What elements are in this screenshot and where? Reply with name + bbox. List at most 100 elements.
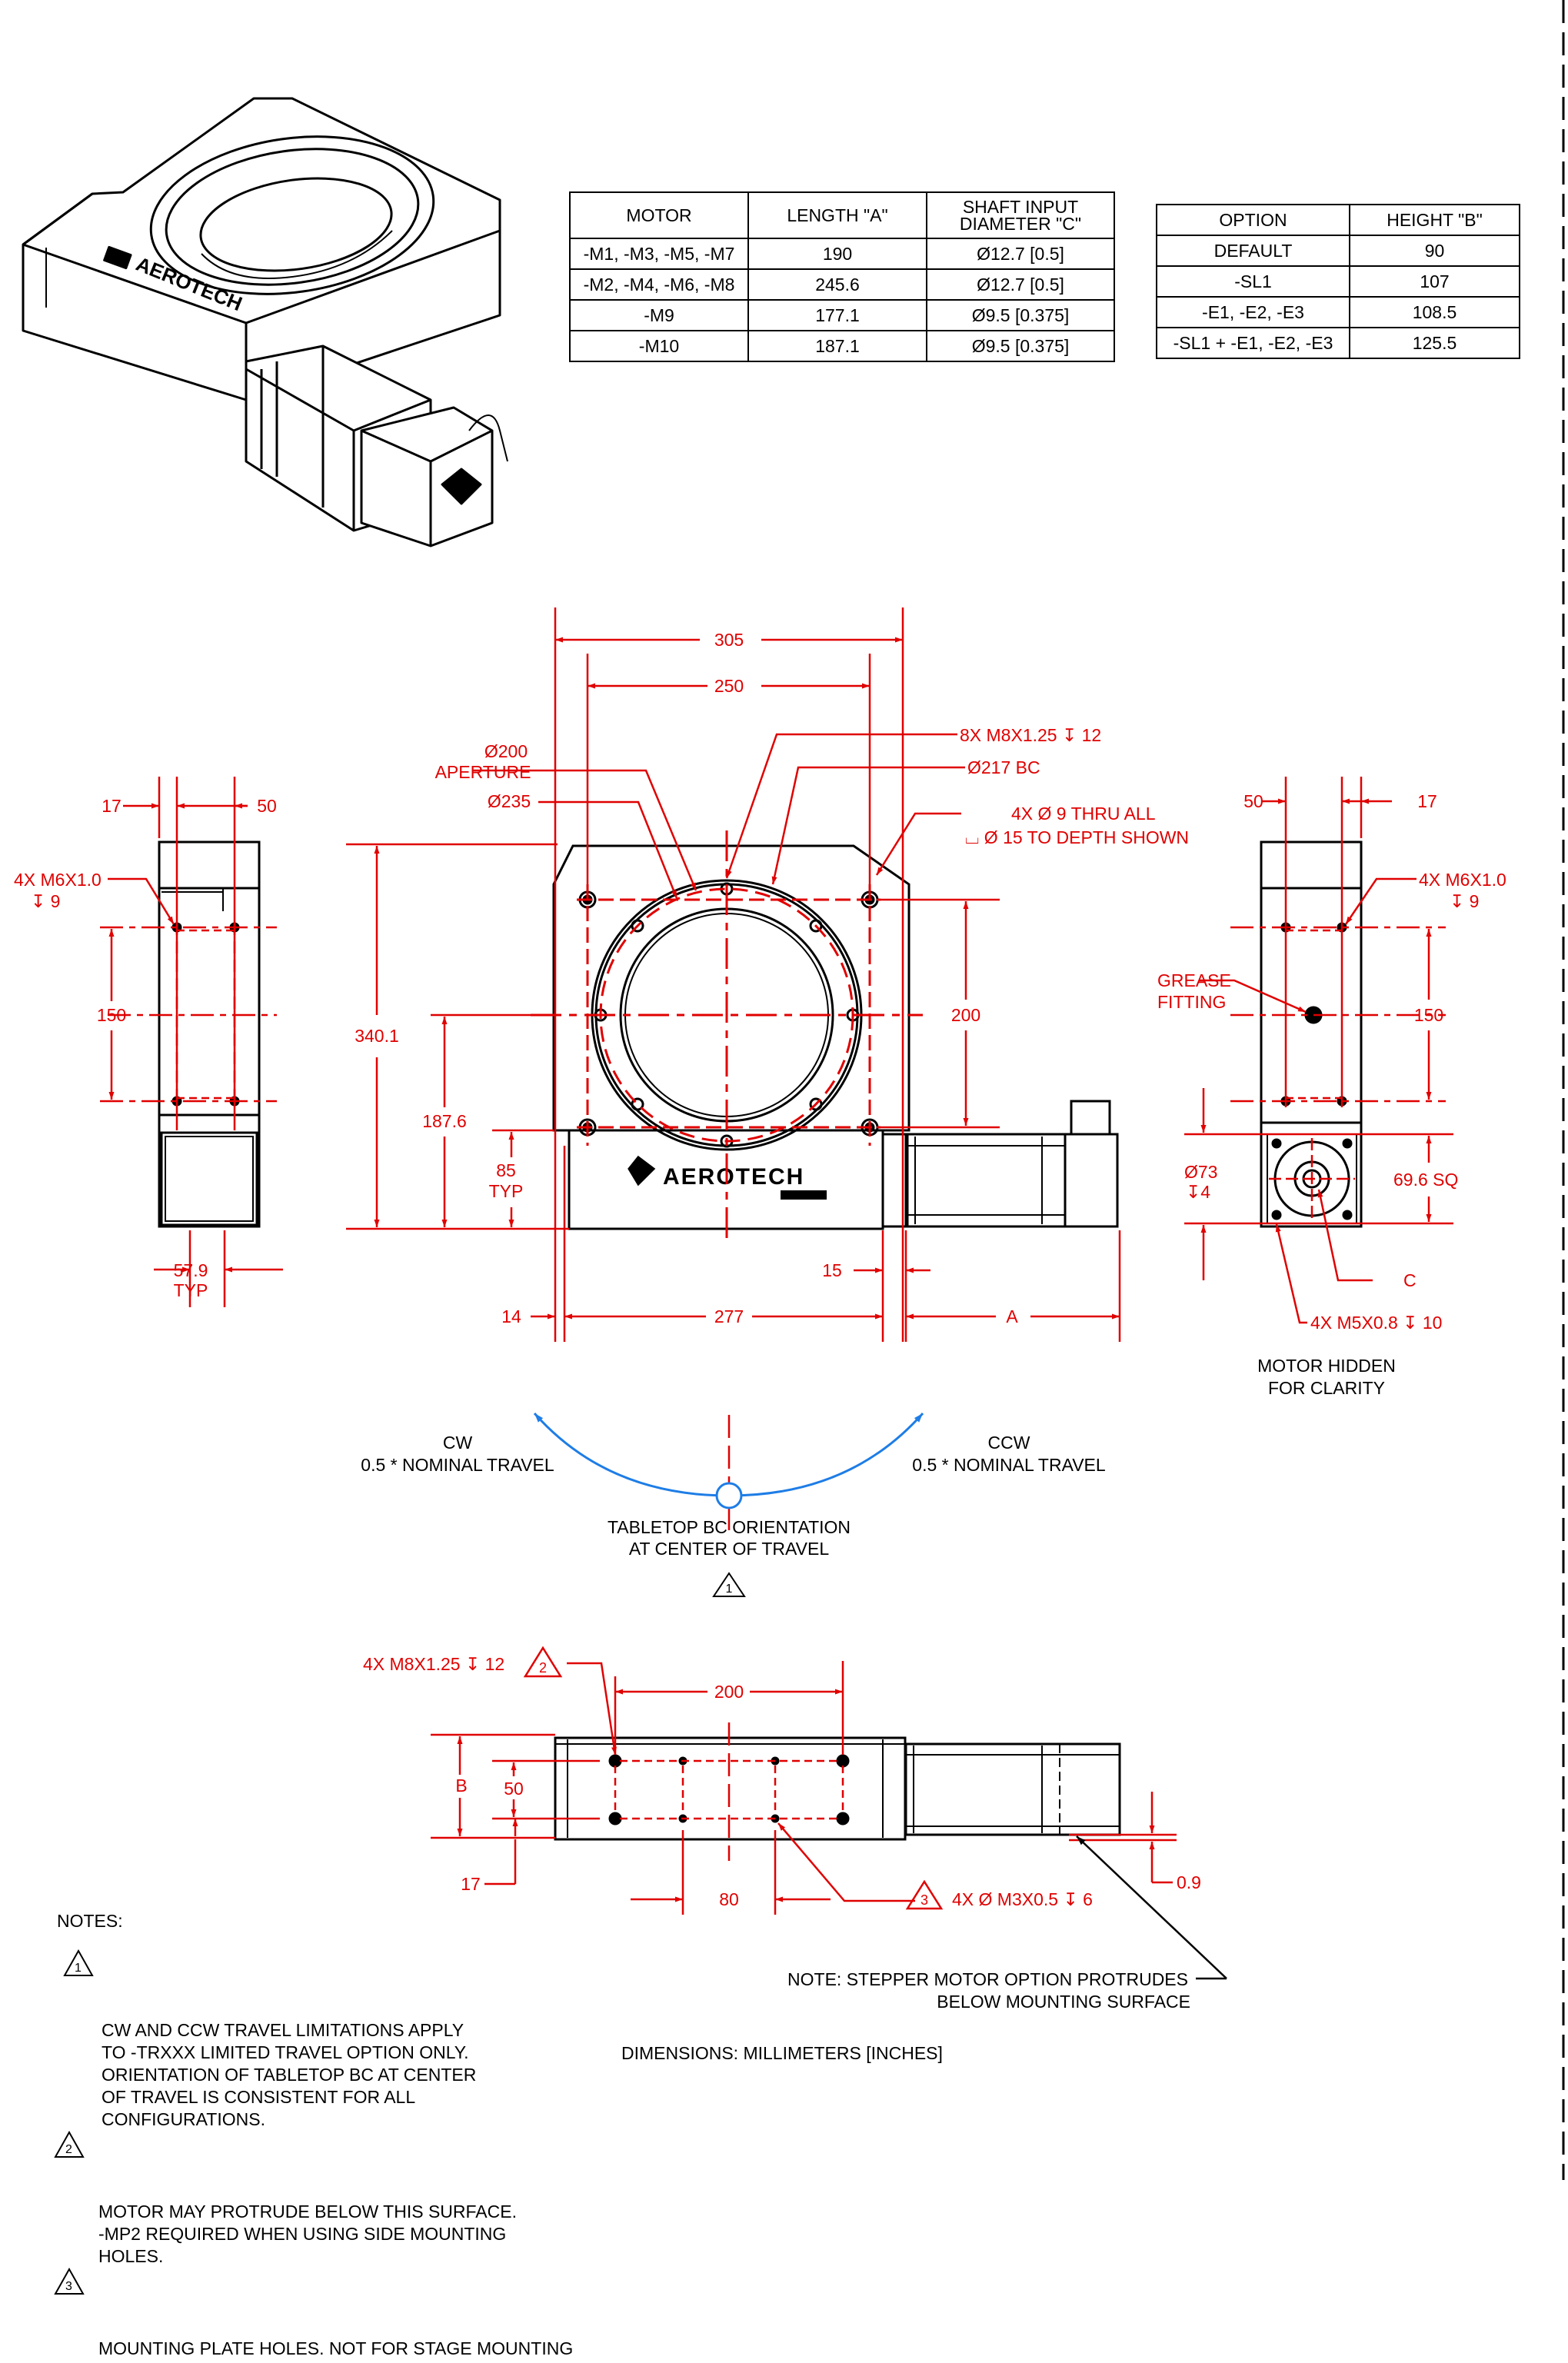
table-row: -SL1 107 [1156, 265, 1520, 298]
note-triangle-icon [54, 2131, 85, 2158]
note-number: 1 [75, 1962, 82, 1975]
table-cell: 187.1 [747, 330, 927, 362]
tabletop-label-1: TABLETOP BC ORIENTATION [608, 1517, 851, 1537]
motor-table-header: LENGTH "A" [747, 191, 927, 239]
top-view-labels: 305 250 Ø200 APERTURE Ø235 8X M8X1.25 ↧ … [355, 630, 1189, 1326]
bottom-17: 17 [461, 1874, 481, 1894]
stepper-note-1: NOTE: STEPPER MOTOR OPTION PROTRUDES [787, 1969, 1188, 1989]
right-150: 150 [1414, 1005, 1443, 1025]
table-row: -M9 177.1 Ø9.5 [0.375] [569, 299, 1115, 331]
table-cell: 90 [1349, 235, 1520, 267]
table-row: -M2, -M4, -M6, -M8 245.6 Ø12.7 [0.5] [569, 268, 1115, 301]
table-row: -E1, -E2, -E3 108.5 [1156, 296, 1520, 328]
stepper-note-2: BELOW MOUNTING SURFACE [937, 1992, 1190, 2012]
bottom-m3: 4X Ø M3X0.5 ↧ 6 [952, 1889, 1093, 1909]
table-cell: Ø9.5 [0.375] [926, 330, 1115, 362]
cw-travel: 0.5 * NOMINAL TRAVEL [361, 1455, 554, 1475]
bottom-B: B [455, 1776, 467, 1796]
table-cell: 177.1 [747, 299, 927, 331]
fitting-label: FITTING [1157, 992, 1226, 1012]
table-row: DEFAULT 90 [1156, 235, 1520, 267]
front-logo: AEROTECH [663, 1164, 804, 1190]
right-side-view [1260, 840, 1363, 1228]
tabletop-label-2: AT CENTER OF TRAVEL [629, 1539, 829, 1559]
ccw-travel: 0.5 * NOMINAL TRAVEL [912, 1455, 1106, 1475]
option-table-header: OPTION [1156, 204, 1350, 236]
stepper-leader [1076, 1835, 1227, 1979]
right-50: 50 [1243, 791, 1263, 811]
table-cell: -SL1 [1156, 265, 1350, 298]
dim-235: Ø235 [488, 791, 531, 811]
table-cell: -M9 [569, 299, 749, 331]
dim-305: 305 [714, 630, 744, 650]
dim-8x-holes: 8X M8X1.25 ↧ 12 [960, 725, 1101, 745]
table-cell: 245.6 [747, 268, 927, 301]
note-number: 3 [65, 2280, 72, 2293]
left-150: 150 [97, 1005, 126, 1025]
note3-ref: 3 [920, 1892, 928, 1908]
table-row: -M1, -M3, -M5, -M7 190 Ø12.7 [0.5] [569, 238, 1115, 270]
note-item: 3 MOUNTING PLATE HOLES. NOT FOR STAGE MO… [54, 2268, 574, 2360]
table-cell: 108.5 [1349, 296, 1520, 328]
bottom-50: 50 [504, 1779, 524, 1799]
table-cell: -M10 [569, 330, 749, 362]
table-row: -SL1 + -E1, -E2, -E3 125.5 [1156, 327, 1520, 359]
bottom-0-9: 0.9 [1177, 1872, 1201, 1892]
ccw-label: CCW [988, 1433, 1030, 1453]
dim-15: 15 [822, 1260, 842, 1280]
note-triangle-icon [63, 1949, 94, 1976]
note-text: CW AND CCW TRAVEL LIMITATIONS APPLY TO -… [102, 2020, 477, 2129]
grease-label: GREASE [1157, 970, 1231, 990]
technical-drawing: AEROTECH [14, 0, 1565, 2180]
bottom-200: 200 [714, 1682, 744, 1702]
dim-340: 340.1 [355, 1026, 399, 1046]
option-table: OPTION HEIGHT "B" DEFAULT 90 -SL1 107 -E… [1156, 204, 1520, 359]
bottom-view [554, 1736, 1121, 1841]
m5-label: 4X M5X0.8 ↧ 10 [1310, 1313, 1442, 1333]
option-table-header: HEIGHT "B" [1349, 204, 1520, 236]
right-side-labels: 50 17 4X M6X1.0 ↧ 9 GREASE FITTING 150 Ø… [1157, 791, 1506, 1398]
dim-250: 250 [714, 676, 744, 696]
left-side-labels: 17 50 4X M6X1.0 ↧ 9 150 57.9 TYP [14, 796, 277, 1300]
motor-hidden-2: FOR CLARITY [1268, 1378, 1385, 1398]
table-cell: -E1, -E2, -E3 [1156, 296, 1350, 328]
sq-69-6: 69.6 SQ [1393, 1170, 1458, 1190]
dim-A: A [1006, 1306, 1018, 1326]
note-item: 1 CW AND CCW TRAVEL LIMITATIONS APPLY TO… [57, 1949, 573, 2131]
motor-table-header: SHAFT INPUT DIAMETER "C" [926, 191, 1115, 239]
top-view: AEROTECH [552, 844, 1119, 1230]
dia-73-depth: ↧4 [1186, 1182, 1210, 1202]
left-side-dimensions [100, 777, 283, 1307]
notes-block: NOTES: 1 CW AND CCW TRAVEL LIMITATIONS A… [54, 1910, 574, 2363]
dim-200: 200 [951, 1005, 980, 1025]
table-cell: Ø12.7 [0.5] [926, 268, 1115, 301]
note-number: 2 [65, 2143, 72, 2156]
table-cell: -SL1 + -E1, -E2, -E3 [1156, 327, 1350, 359]
dim-aperture-dia: Ø200 [484, 741, 528, 761]
isometric-view: AEROTECH [22, 97, 508, 547]
table-row: -M10 187.1 Ø9.5 [0.375] [569, 330, 1115, 362]
left-typ: TYP [174, 1280, 208, 1300]
note2-ref: 2 [539, 1660, 547, 1676]
right-17: 17 [1417, 791, 1437, 811]
dim-aperture: APERTURE [435, 762, 531, 782]
table-cell: 190 [747, 238, 927, 270]
dimensions-note: DIMENSIONS: MILLIMETERS [INCHES] [621, 2043, 943, 2063]
bottom-view-labels: 4X M8X1.25 ↧ 12 2 200 B 50 17 80 3 4X Ø … [363, 1646, 1201, 2063]
dim-85: 85 [496, 1160, 516, 1180]
left-17: 17 [102, 796, 122, 816]
dim-277: 277 [714, 1306, 744, 1326]
motor-hidden-1: MOTOR HIDDEN [1257, 1356, 1396, 1376]
notes-header: NOTES: [57, 1911, 123, 1931]
table-cell: Ø12.7 [0.5] [926, 238, 1115, 270]
bottom-80: 80 [719, 1889, 739, 1909]
left-m6: 4X M6X1.0 [14, 870, 102, 890]
note1-ref: 1 [726, 1583, 733, 1596]
dim-187: 187.6 [422, 1111, 467, 1131]
note-text: MOUNTING PLATE HOLES. NOT FOR STAGE MOUN… [98, 2338, 574, 2358]
motor-table-header: MOTOR [569, 191, 749, 239]
cw-label: CW [443, 1433, 473, 1453]
bottom-m8: 4X M8X1.25 ↧ 12 [363, 1654, 504, 1674]
left-m6-depth: ↧ 9 [31, 891, 60, 911]
right-m6: 4X M6X1.0 [1419, 870, 1506, 890]
